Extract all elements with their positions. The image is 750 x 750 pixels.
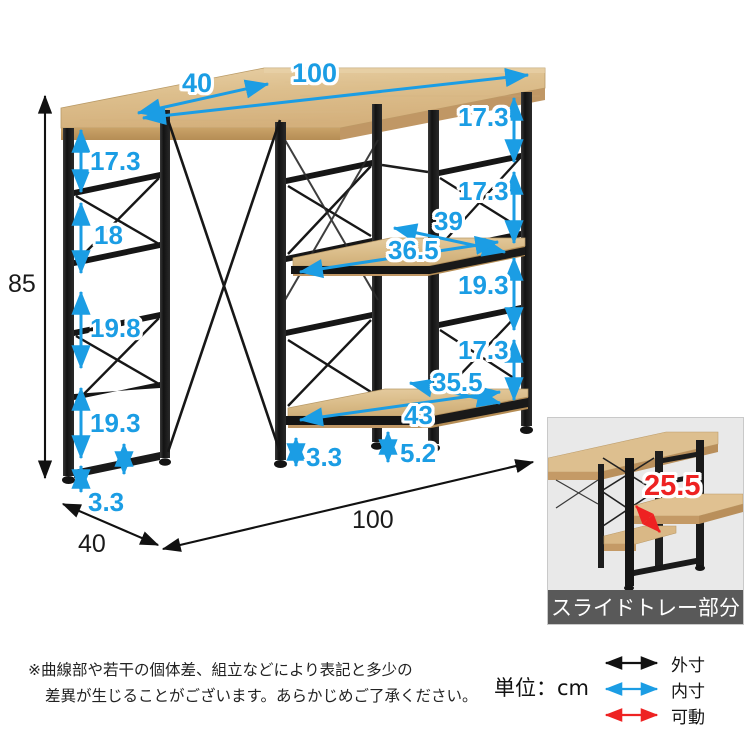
disclaimer-note: ※曲線部や若干の個体差、組立などにより表記と多少の 差異が生じることがございます…: [28, 658, 488, 709]
disclaimer-line-2: 差異が生じることがございます。あらかじめご了承ください。: [45, 686, 478, 705]
arrow-desktop-width: [141, 67, 530, 126]
label-slide-tray-travel: 25.5: [644, 470, 701, 502]
legend-row-inner: 内寸: [600, 676, 750, 702]
slide-tray-illustration: [548, 418, 743, 590]
arrow-lower-shelf-width: [298, 385, 502, 427]
legend: 外寸 内寸: [600, 650, 750, 745]
open-bay-x-brace: [166, 119, 282, 453]
unit-label: 単位：cm: [494, 676, 590, 700]
arrow-upper-shelf-width: [298, 235, 500, 279]
arrow-bottom-depth: [61, 503, 160, 546]
legend-row-movable: 可動: [600, 702, 750, 728]
legend-label-inner: 内寸: [671, 681, 705, 702]
legend-arrow-inner: [600, 682, 663, 696]
legend-label-movable: 可動: [671, 707, 705, 728]
slide-tray-caption: スライドトレー部分: [548, 590, 743, 624]
legend-row-outer: 外寸: [600, 650, 750, 676]
slide-tray-inset-panel: 25.5 スライドトレー部分: [547, 417, 744, 625]
legend-arrow-outer: [600, 656, 663, 670]
arrow-bottom-width: [161, 459, 535, 552]
arrow-desktop-depth: [136, 79, 270, 118]
legend-label-outer: 外寸: [671, 655, 705, 676]
slide-tray-photo: 25.5: [548, 418, 743, 590]
arrow-slide-tray-travel: [635, 505, 661, 533]
legend-arrow-movable: [600, 708, 663, 722]
disclaimer-line-1: ※曲線部や若干の個体差、組立などにより表記と多少の: [28, 661, 413, 679]
